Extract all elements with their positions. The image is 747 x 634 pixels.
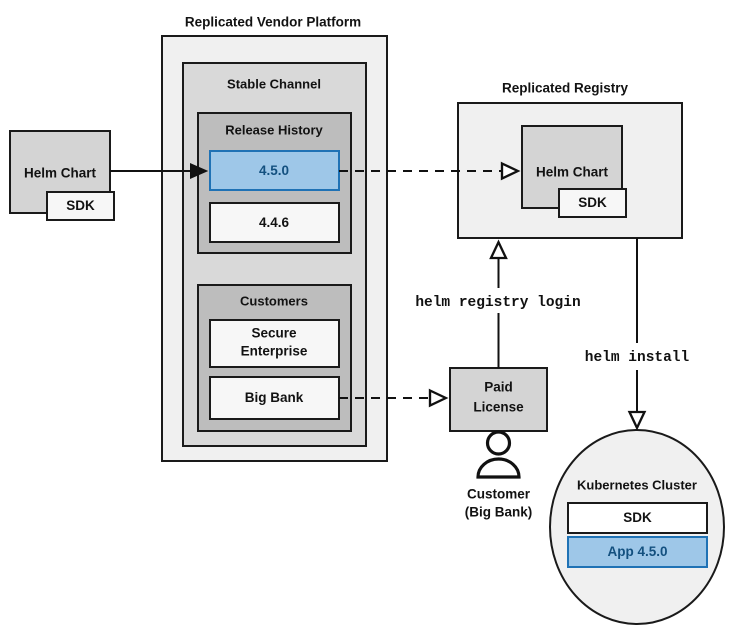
cluster-item-sdk-label: SDK	[623, 510, 652, 525]
registry-title: Replicated Registry	[502, 81, 629, 96]
paid-license-label-line1: Paid	[484, 380, 513, 395]
cluster-item-app-label: App 4.5.0	[607, 544, 667, 559]
source-helm-chart-sdk-box[interactable]	[46, 191, 115, 221]
customer-item-secure-enterprise[interactable]	[209, 319, 340, 368]
customer-item-big-bank[interactable]	[209, 376, 340, 420]
paid-license-label-line2: License	[473, 400, 524, 415]
command-install-label: helm install	[585, 350, 690, 366]
release-item-4-5-0-label: 4.5.0	[259, 163, 289, 178]
customers-label: Customers	[240, 293, 308, 308]
release-item-4-4-6-label: 4.4.6	[259, 215, 290, 230]
release-history-label: Release History	[225, 122, 323, 137]
registry-helm-chart-label: Helm Chart	[536, 165, 609, 180]
customer-actor-label-line2: (Big Bank)	[465, 505, 533, 520]
customer-item-secure-enterprise-label-line2: Enterprise	[241, 344, 308, 359]
vendor-platform-title: Replicated Vendor Platform	[185, 15, 361, 30]
registry-helm-chart-sdk-box[interactable]	[558, 188, 627, 218]
command-registry-login-label: helm registry login	[415, 295, 580, 311]
source-helm-chart-label: Helm Chart	[24, 166, 97, 181]
cluster-item-app[interactable]	[567, 536, 708, 568]
person-icon	[476, 430, 521, 479]
stable-channel-label: Stable Channel	[227, 76, 321, 91]
customer-actor-label-line1: Customer	[467, 487, 531, 502]
cluster-item-sdk[interactable]	[567, 502, 708, 534]
source-helm-chart-sdk-label: SDK	[66, 198, 95, 213]
registry-helm-chart-sdk-label: SDK	[578, 195, 607, 210]
customer-item-big-bank-label: Big Bank	[245, 390, 304, 405]
customer-item-secure-enterprise-label-line1: Secure	[251, 326, 297, 341]
release-item-4-4-6[interactable]	[209, 202, 340, 243]
kubernetes-cluster-label: Kubernetes Cluster	[577, 477, 697, 492]
